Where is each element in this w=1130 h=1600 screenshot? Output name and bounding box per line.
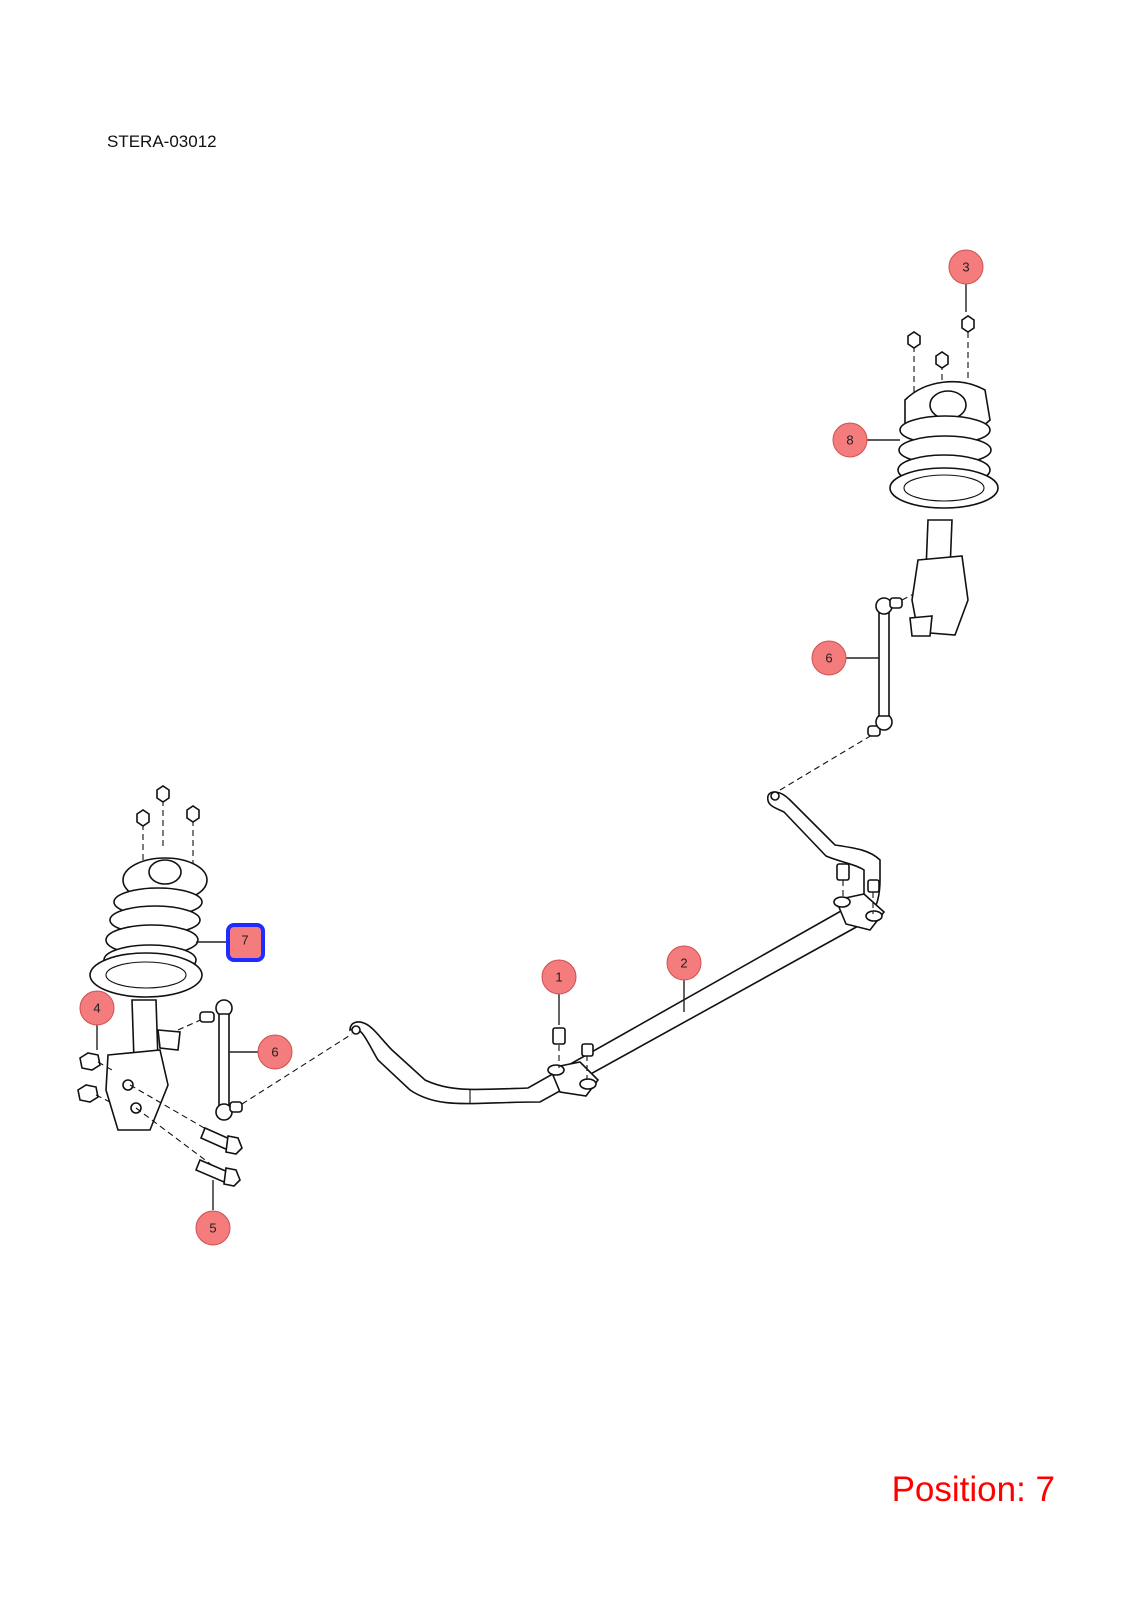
- callout-1-label: 1: [555, 970, 562, 985]
- callout-3-label: 3: [962, 260, 969, 275]
- callout-8-label: 8: [846, 433, 853, 448]
- callout-5-label: 5: [209, 1221, 216, 1236]
- callout-2-label: 2: [680, 956, 687, 971]
- callout-3[interactable]: 3: [948, 249, 984, 312]
- left-strut-top-nuts: [136, 785, 200, 872]
- callout-7[interactable]: 7: [196, 923, 265, 962]
- callout-6-left-label: 6: [271, 1045, 278, 1060]
- callout-5[interactable]: 5: [195, 1180, 231, 1246]
- left-coil-spring: [89, 887, 203, 998]
- document-code: STERA-03012: [107, 132, 217, 151]
- callout-4[interactable]: 4: [79, 990, 115, 1050]
- callout-4-label: 4: [93, 1001, 100, 1016]
- callout-8[interactable]: 8: [832, 422, 900, 458]
- position-indicator: Position: 7: [891, 1470, 1055, 1509]
- callout-6-left[interactable]: 6: [229, 1034, 293, 1070]
- stabilizer-bar[interactable]: [349, 791, 886, 1105]
- callout-1[interactable]: 1: [541, 959, 577, 1025]
- right-stabilizer-link[interactable]: [779, 574, 951, 791]
- left-stabilizer-link[interactable]: [177, 999, 353, 1121]
- right-strut-top-nuts: [907, 315, 975, 420]
- left-strut-assembly[interactable]: [77, 785, 243, 1187]
- callout-6-right-label: 6: [825, 651, 832, 666]
- callout-2[interactable]: 2: [666, 945, 702, 1012]
- callout-7-label: 7: [241, 933, 248, 948]
- right-strut-assembly[interactable]: [889, 315, 999, 637]
- callout-6-right[interactable]: 6: [811, 640, 879, 676]
- right-coil-spring: [889, 415, 999, 509]
